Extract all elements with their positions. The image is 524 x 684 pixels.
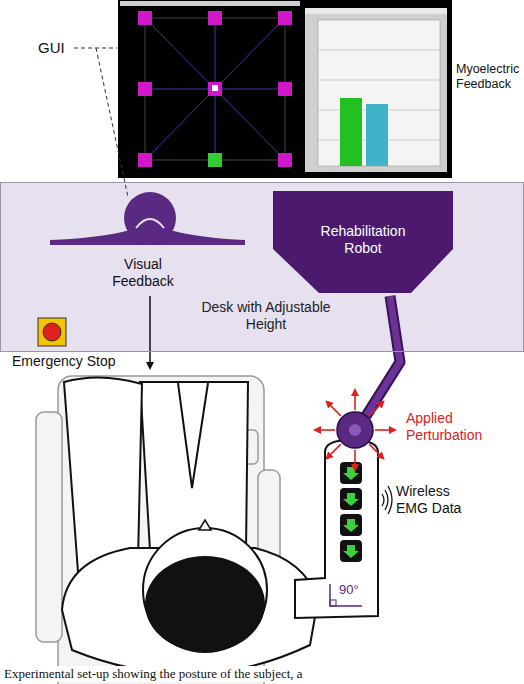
emg-arrow: [343, 519, 359, 532]
perturbation-arrow: [315, 429, 335, 431]
perturbation-arrow: [354, 450, 356, 470]
angle-label: 90°: [339, 582, 359, 598]
figure-caption: Experimental set-up showing the posture …: [4, 666, 303, 682]
emg-arrow: [343, 493, 359, 506]
emg-sensor: [340, 540, 362, 562]
gui-label: GUI: [38, 39, 65, 57]
perturbation-label: Applied Perturbation: [406, 410, 502, 444]
robot-shape: [273, 191, 453, 293]
node-text: Desk with Adjustable Height: [196, 299, 336, 333]
emg-sensor: [340, 462, 362, 484]
perturbation-arrow: [369, 444, 383, 458]
feedback-label: Visual Feedback: [105, 256, 181, 290]
emg-arrow: [343, 467, 359, 480]
robot-box: Rehabilitation Robot: [273, 191, 453, 293]
button-label: Emergency Stop: [12, 353, 116, 370]
perturbation-arrow: [375, 429, 395, 431]
node-text: Rehabilitation Robot: [303, 223, 423, 257]
emg-sensor: [340, 488, 362, 510]
emg-arrow: [343, 545, 359, 558]
perturbation-arrow: [327, 444, 341, 458]
perturbation-arrow: [354, 390, 356, 410]
perturbation-arrow: [369, 402, 383, 416]
emg-label: Wireless EMG Data: [396, 483, 472, 517]
feedback-label: Myoelectric Feedback: [456, 62, 522, 92]
emg-sensor: [340, 514, 362, 536]
desk-band: Desk with Adjustable Height Rehabilitatio…: [0, 182, 524, 352]
perturbation-arrow: [327, 402, 341, 416]
